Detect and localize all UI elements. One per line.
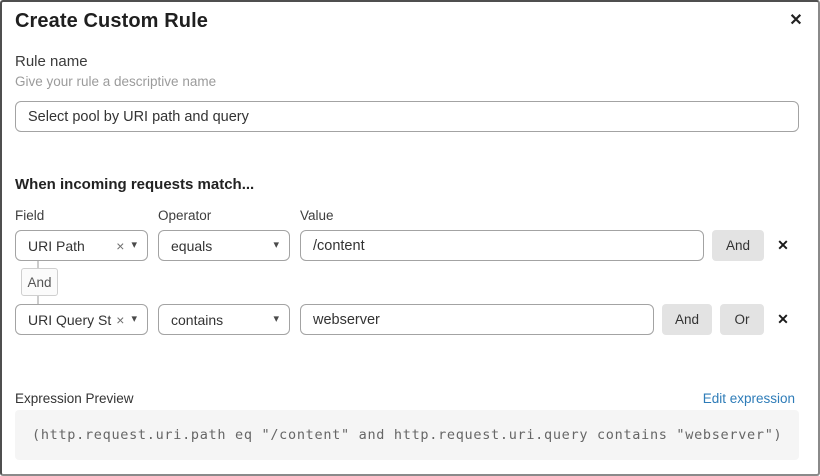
- chevron-down-icon: ▾: [131, 313, 137, 325]
- remove-row2-icon[interactable]: ✕: [773, 304, 793, 335]
- field-select-row2[interactable]: URI Query St... × ▾: [15, 304, 148, 335]
- expression-code: (http.request.uri.path eq "/content" and…: [32, 427, 783, 443]
- add-and-button-row2[interactable]: And: [662, 304, 712, 335]
- dialog-title: Create Custom Rule: [15, 10, 208, 32]
- chevron-down-icon: ▾: [273, 239, 279, 251]
- rule-name-input[interactable]: [15, 101, 799, 132]
- rule-name-label: Rule name: [15, 53, 88, 70]
- clear-icon[interactable]: ×: [116, 237, 125, 254]
- edit-expression-link[interactable]: Edit expression: [702, 391, 795, 406]
- rule-name-helper: Give your rule a descriptive name: [15, 74, 217, 89]
- field-select-row1[interactable]: URI Path × ▾: [15, 230, 148, 261]
- connector-line-top: [37, 261, 39, 268]
- operator-select-row1-value: equals: [171, 237, 213, 254]
- clear-icon[interactable]: ×: [116, 311, 125, 328]
- remove-row1-icon[interactable]: ✕: [773, 230, 793, 261]
- value-input-row1[interactable]: [300, 230, 704, 261]
- match-heading: When incoming requests match...: [15, 176, 255, 193]
- expression-preview-label: Expression Preview: [15, 391, 134, 406]
- add-or-button-row2[interactable]: Or: [720, 304, 764, 335]
- field-select-row2-value: URI Query St...: [28, 311, 112, 328]
- operator-select-row1[interactable]: equals ▾: [158, 230, 290, 261]
- field-select-row1-value: URI Path: [28, 237, 85, 254]
- field-column-label: Field: [15, 208, 45, 223]
- operator-select-row2[interactable]: contains ▾: [158, 304, 290, 335]
- value-column-label: Value: [300, 208, 334, 223]
- operator-select-row2-value: contains: [171, 311, 224, 328]
- add-and-button-row1[interactable]: And: [712, 230, 764, 261]
- operator-column-label: Operator: [158, 208, 212, 223]
- connector-line-bottom: [37, 296, 39, 304]
- chevron-down-icon: ▾: [273, 313, 279, 325]
- expression-code-block: (http.request.uri.path eq "/content" and…: [15, 410, 799, 460]
- close-icon[interactable]: ✕: [784, 8, 808, 32]
- chevron-down-icon: ▾: [131, 239, 137, 251]
- and-connector-badge: And: [21, 268, 58, 296]
- value-input-row2[interactable]: [300, 304, 654, 335]
